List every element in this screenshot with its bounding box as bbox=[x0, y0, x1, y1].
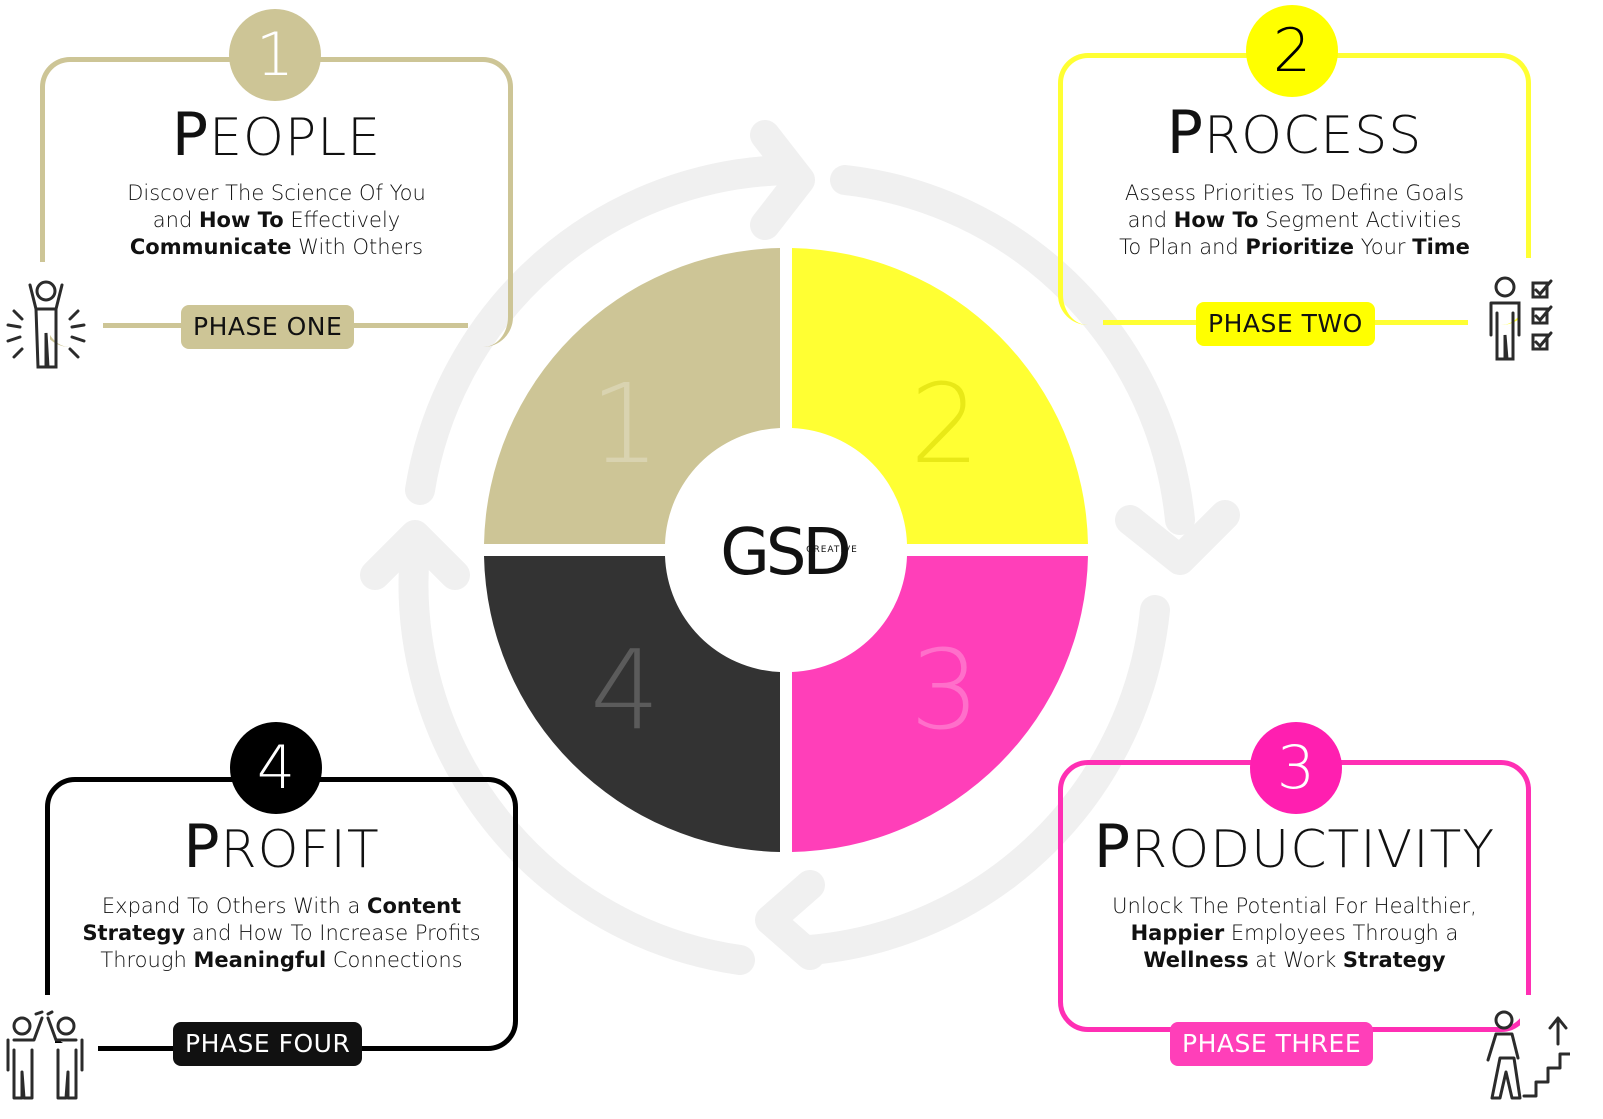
description-run: To Plan and bbox=[1119, 235, 1246, 259]
phase-3-label: PHASE THREE bbox=[1170, 1022, 1374, 1066]
description-line: To Plan and Prioritize Your Time bbox=[1058, 234, 1531, 261]
ring-arc-top bbox=[405, 155, 805, 505]
phase-2-title: PROCESS bbox=[1166, 98, 1423, 168]
description-run: Discover The Science Of You bbox=[127, 181, 426, 205]
phase-4-title: PROFIT bbox=[183, 812, 380, 882]
phase-3-title: PRODUCTIVITY bbox=[1093, 812, 1496, 882]
description-line: Through Meaningful Connections bbox=[45, 947, 518, 974]
two-people-high-five-icon bbox=[6, 1010, 84, 1100]
ring-arc-left bbox=[398, 535, 755, 975]
phase-2-label: PHASE TWO bbox=[1196, 302, 1375, 346]
ring-arc-bottom bbox=[795, 595, 1170, 965]
description-line: Discover The Science Of You bbox=[40, 180, 513, 207]
phase-2-number: 2 bbox=[1246, 5, 1338, 97]
description-line: and How To Segment Activities bbox=[1058, 207, 1531, 234]
description-bold-run: Strategy bbox=[1342, 948, 1446, 972]
description-run: Connections bbox=[326, 948, 463, 972]
quadrant-number-4: 4 bbox=[590, 626, 660, 754]
description-bold-run: How To bbox=[198, 208, 284, 232]
person-checklist-icon bbox=[1489, 276, 1553, 361]
person-climbing-stairs-icon bbox=[1486, 1010, 1570, 1100]
description-run: Expand To Others With a bbox=[101, 894, 368, 918]
description-run: at Work bbox=[1248, 948, 1343, 972]
quadrant-1-people bbox=[484, 248, 780, 544]
quadrant-2-process bbox=[792, 248, 1088, 544]
arrowhead-right bbox=[1115, 500, 1240, 575]
phase-4-label: PHASE FOUR bbox=[173, 1022, 363, 1066]
ring-arc-right bbox=[830, 165, 1195, 535]
description-line: and How To Effectively bbox=[40, 207, 513, 234]
description-line: Unlock The Potential For Healthier, bbox=[1058, 893, 1531, 920]
description-run: Your bbox=[1354, 235, 1413, 259]
description-run: Effectively bbox=[283, 208, 401, 232]
gsd-creative-logo: GSD CREATIVE bbox=[720, 516, 858, 590]
description-bold-run: Prioritize bbox=[1245, 235, 1355, 259]
description-bold-run: Meaningful bbox=[193, 948, 327, 972]
description-line: Assess Priorities To Define Goals bbox=[1058, 180, 1531, 207]
quadrant-3-productivity bbox=[792, 556, 1088, 852]
person-celebrating-icon bbox=[6, 280, 86, 369]
cycle-ring bbox=[398, 155, 1195, 975]
description-run: and bbox=[1127, 208, 1174, 232]
description-bold-run: Communicate bbox=[129, 235, 292, 259]
description-bold-run: Content bbox=[367, 894, 462, 918]
description-line: Wellness at Work Strategy bbox=[1058, 947, 1531, 974]
phase-1-number: 1 bbox=[229, 9, 321, 101]
description-line: Strategy and How To Increase Profits bbox=[45, 920, 518, 947]
description-run: Segment Activities bbox=[1258, 208, 1462, 232]
phase-3-number: 3 bbox=[1250, 722, 1342, 814]
description-line: Expand To Others With a Content bbox=[45, 893, 518, 920]
description-run: Through bbox=[100, 948, 194, 972]
phase-3-description: Unlock The Potential For Healthier,Happi… bbox=[1058, 893, 1531, 974]
description-run: Employees Through a bbox=[1224, 921, 1459, 945]
arrowhead-top bbox=[750, 120, 815, 240]
logo-mark: GSD bbox=[720, 516, 848, 590]
quadrant-number-2: 2 bbox=[910, 360, 980, 488]
quadrant-number-1: 1 bbox=[590, 360, 660, 488]
description-run: Assess Priorities To Define Goals bbox=[1124, 181, 1465, 205]
description-bold-run: How To bbox=[1173, 208, 1259, 232]
quadrant-number-3: 3 bbox=[910, 626, 980, 754]
description-run: and bbox=[152, 208, 199, 232]
arrowhead-bottom bbox=[755, 870, 825, 970]
phase-4-number: 4 bbox=[230, 722, 322, 814]
logo-sub: CREATIVE bbox=[806, 545, 858, 555]
arrowhead-left bbox=[360, 520, 470, 590]
quadrant-4-profit bbox=[484, 556, 780, 852]
description-bold-run: Strategy bbox=[82, 921, 186, 945]
description-line: Communicate With Others bbox=[40, 234, 513, 261]
ring-arrowheads bbox=[360, 120, 1240, 970]
description-run: With Others bbox=[291, 235, 424, 259]
phase-1-label: PHASE ONE bbox=[181, 305, 355, 349]
phase-1-title: PEOPLE bbox=[171, 100, 382, 170]
description-line: Happier Employees Through a bbox=[1058, 920, 1531, 947]
description-bold-run: Wellness bbox=[1143, 948, 1249, 972]
description-run: and How To Increase Profits bbox=[185, 921, 481, 945]
description-run: Unlock The Potential For Healthier, bbox=[1112, 894, 1477, 918]
description-bold-run: Time bbox=[1412, 235, 1470, 259]
description-bold-run: Happier bbox=[1130, 921, 1225, 945]
